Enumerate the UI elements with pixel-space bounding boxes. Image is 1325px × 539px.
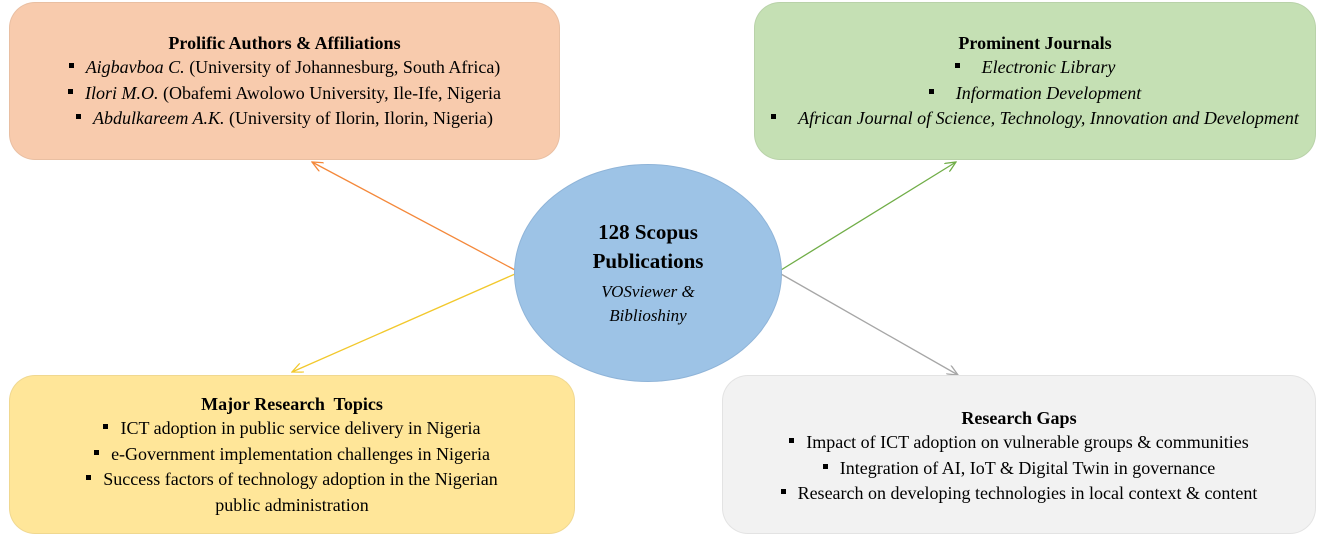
author-name: Ilori M.O. (84, 82, 159, 103)
journal-name: Electronic Library (981, 57, 1116, 77)
author-affiliation: (University of Ilorin, Ilorin, Nigeria) (224, 108, 493, 128)
gap-text: Research on developing technologies in l… (797, 483, 1258, 503)
gap-text: Impact of ICT adoption on vulnerable gro… (806, 432, 1249, 452)
bullet-icon (103, 424, 109, 430)
bullet-icon (94, 449, 100, 455)
authors-list: Aigbavboa C. (University of Johannesburg… (22, 55, 547, 132)
topic-text: ICT adoption in public service delivery … (120, 418, 481, 438)
author-name: Aigbavboa C. (85, 57, 185, 77)
list-item: African Journal of Science, Technology, … (767, 106, 1303, 132)
authors-box: Prolific Authors & Affiliations Aigbavbo… (9, 2, 560, 160)
bullet-icon (822, 463, 828, 469)
arrow-to-gaps (780, 273, 958, 375)
list-item: ICT adoption in public service delivery … (22, 416, 562, 442)
publications-hub: 128 Scopus Publications VOSviewer & Bibl… (514, 164, 782, 382)
topics-box: Major Research Topics ICT adoption in pu… (9, 375, 575, 534)
bullet-icon (928, 88, 934, 94)
topic-text-continued: public administration (215, 494, 369, 515)
journal-name: Information Development (955, 82, 1142, 103)
list-item: Ilori M.O. (Obafemi Awolowo University, … (22, 81, 547, 107)
topics-title: Major Research Topics (201, 394, 383, 414)
list-item: Success factors of technology adoption i… (22, 467, 562, 518)
list-item: Research on developing technologies in l… (735, 481, 1303, 507)
bullet-icon (780, 489, 786, 495)
list-item: Information Development (767, 81, 1303, 107)
journals-box: Prominent Journals Electronic Library In… (754, 2, 1316, 160)
author-affiliation: (University of Johannesburg, South Afric… (184, 57, 501, 77)
bullet-icon (954, 63, 960, 69)
author-affiliation: (Obafemi Awolowo University, Ile-Ife, Ni… (158, 82, 502, 103)
hub-subtitle: VOSviewer & Biblioshiny (601, 282, 695, 325)
bullet-icon (67, 88, 73, 94)
hub-title: 128 Scopus Publications (592, 220, 704, 273)
gaps-box: Research Gaps Impact of ICT adoption on … (722, 375, 1316, 534)
bullet-icon (68, 63, 74, 69)
list-item: Integration of AI, IoT & Digital Twin in… (735, 456, 1303, 482)
bullet-icon (86, 475, 92, 481)
arrow-to-authors (312, 162, 516, 271)
authors-title: Prolific Authors & Affiliations (168, 33, 401, 53)
list-item: Impact of ICT adoption on vulnerable gro… (735, 430, 1303, 456)
list-item: Abdulkareem A.K. (University of Ilorin, … (22, 106, 547, 132)
topics-list: ICT adoption in public service delivery … (22, 416, 562, 518)
bullet-icon (771, 114, 777, 120)
bullet-icon (76, 114, 82, 120)
topic-text: Success factors of technology adoption i… (103, 469, 498, 489)
journal-name: African Journal of Science, Technology, … (798, 108, 1299, 128)
arrow-to-journals (780, 162, 956, 271)
list-item: Electronic Library (767, 55, 1303, 81)
list-item: Aigbavboa C. (University of Johannesburg… (22, 55, 547, 81)
gap-text: Integration of AI, IoT & Digital Twin in… (839, 457, 1216, 478)
topic-text: e-Government implementation challenges i… (111, 443, 490, 464)
bullet-icon (789, 438, 795, 444)
gaps-list: Impact of ICT adoption on vulnerable gro… (735, 430, 1303, 507)
journals-title: Prominent Journals (958, 33, 1112, 53)
author-name: Abdulkareem A.K. (93, 108, 225, 128)
list-item: e-Government implementation challenges i… (22, 442, 562, 468)
journals-list: Electronic Library Information Developme… (767, 55, 1303, 132)
gaps-title: Research Gaps (961, 408, 1077, 428)
arrow-to-topics (292, 273, 516, 372)
